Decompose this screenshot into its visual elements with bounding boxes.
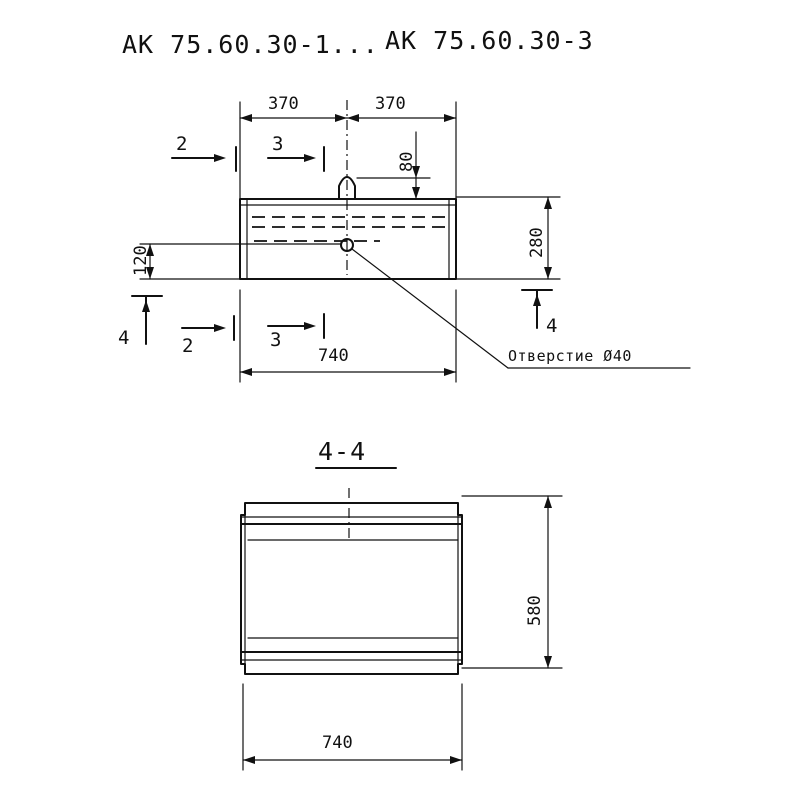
section-3-top-label: 3	[272, 133, 283, 155]
section-outline	[240, 502, 463, 675]
hole-leader	[351, 248, 509, 369]
block-outline	[239, 198, 457, 280]
title-left: АК 75.60.30-1...	[122, 30, 379, 59]
section-4-right-label: 4	[546, 315, 557, 337]
title-right: АК 75.60.30-3	[385, 26, 594, 55]
section-2-bottom-label: 2	[182, 335, 193, 357]
hole-circle	[340, 238, 354, 252]
section-view: 4-4 580 740	[240, 437, 563, 771]
dim-text-120: 120	[131, 245, 151, 276]
dim-text-740: 740	[318, 346, 349, 366]
dim-text-280: 280	[527, 227, 547, 258]
lifting-loop	[338, 176, 356, 200]
plan-view: 370 370 80 280 120 740 2	[118, 94, 691, 383]
dim-text-370-left: 370	[268, 94, 299, 114]
section-title: 4-4	[318, 437, 366, 466]
section-2-top-label: 2	[176, 133, 187, 155]
dim-text-370-right: 370	[375, 94, 406, 114]
section-dim-text-580: 580	[525, 595, 545, 626]
section-dim-text-740: 740	[322, 733, 353, 753]
section-4-left-label: 4	[118, 327, 129, 349]
section-3-bottom-label: 3	[270, 329, 281, 351]
dim-text-80: 80	[397, 152, 417, 172]
hole-note: Отверстие Ø40	[508, 347, 632, 365]
